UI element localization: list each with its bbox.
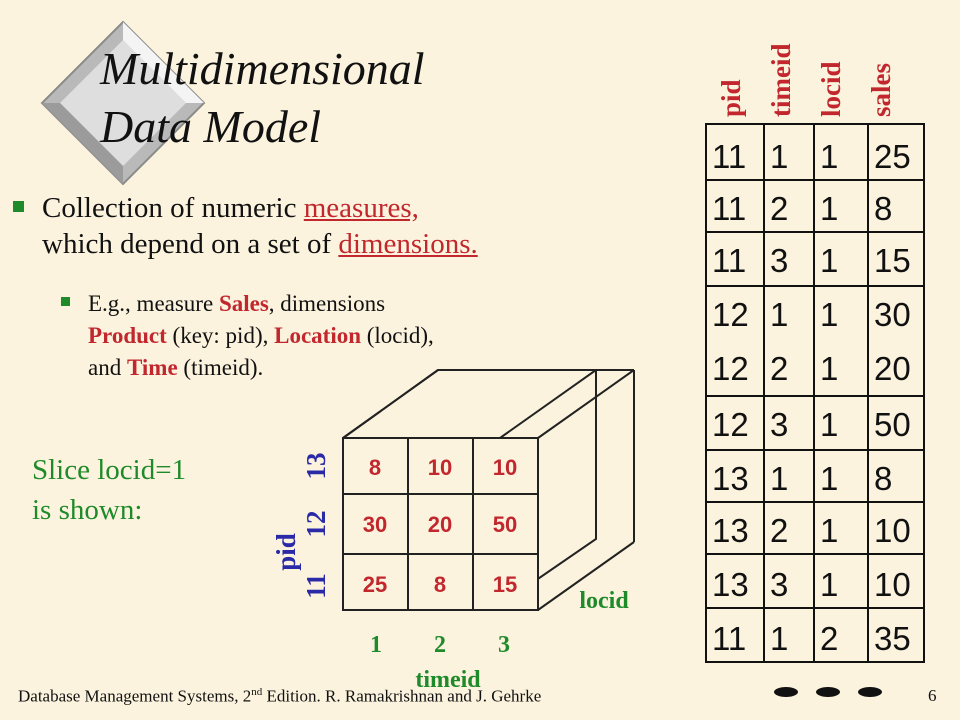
bullet2-text: (timeid). — [177, 355, 264, 380]
table-cell: 30 — [874, 296, 911, 333]
footer-text: Database Management Systems, 2 — [18, 686, 252, 706]
dimensions-link: dimensions. — [338, 228, 478, 260]
table-cell: 12 — [712, 350, 749, 387]
time-term: Time — [126, 355, 178, 380]
bullet2-text: (locid), — [361, 323, 434, 348]
table-cell: 13 — [712, 566, 749, 603]
cube-cell: 50 — [493, 512, 517, 537]
cube-cell: 30 — [363, 512, 387, 537]
table-cell: 50 — [874, 406, 911, 443]
table-cell: 15 — [874, 242, 911, 279]
product-term: Product — [88, 323, 167, 348]
table-cell: 3 — [770, 242, 788, 279]
header-timeid: timeid — [766, 44, 796, 118]
table-cell: 8 — [874, 190, 892, 227]
bullet1-text-pre: Collection of numeric — [42, 192, 304, 224]
footer-citation: Database Management Systems, 2nd Edition… — [18, 686, 541, 707]
bullet-square-icon — [13, 201, 24, 212]
title-line-1: Multidimensional — [100, 43, 425, 94]
table-cell: 1 — [820, 460, 838, 497]
pid-tick: 11 — [301, 573, 331, 599]
table-cell: 1 — [820, 406, 838, 443]
table-cell: 13 — [712, 512, 749, 549]
table-cell: 1 — [820, 190, 838, 227]
table-cell: 1 — [770, 460, 788, 497]
pid-axis-label: pid — [271, 533, 301, 571]
page-title: Multidimensional Data Model — [100, 40, 660, 156]
cube-cell: 20 — [428, 512, 452, 537]
table-cell: 1 — [820, 566, 838, 603]
bullet-square-icon — [61, 297, 70, 306]
table-cell: 10 — [874, 512, 911, 549]
slice-caption-line-2: is shown: — [32, 494, 143, 526]
cube-cell: 25 — [363, 572, 387, 597]
timeid-tick: 2 — [434, 632, 446, 658]
cube-cell: 8 — [369, 455, 381, 480]
table-cell: 3 — [770, 566, 788, 603]
timeid-tick: 1 — [370, 632, 382, 658]
cube-cell: 15 — [493, 572, 517, 597]
table-cell: 1 — [820, 350, 838, 387]
cube-cell: 10 — [493, 455, 517, 480]
table-cell: 13 — [712, 460, 749, 497]
table-cell: 1 — [770, 138, 788, 175]
table-cell: 11 — [712, 190, 746, 227]
title-line-2: Data Model — [100, 101, 322, 152]
header-pid: pid — [716, 79, 746, 117]
header-locid: locid — [816, 61, 846, 117]
table-cell: 11 — [712, 242, 746, 279]
slice-caption: Slice locid=1 is shown: — [32, 450, 186, 530]
table-cell: 11 — [712, 138, 746, 175]
pid-tick: 13 — [301, 453, 331, 480]
timeid-axis-label: timeid — [415, 667, 481, 693]
table-cell: 1 — [820, 512, 838, 549]
slice-caption-line-1: Slice locid=1 — [32, 454, 187, 486]
footer-text: Edition. R. Ramakrishnan and J. Gehrke — [262, 686, 542, 706]
table-cell: 1 — [820, 296, 838, 333]
table-cell: 12 — [712, 296, 749, 333]
bullet2-text: E.g., measure — [88, 291, 219, 316]
bullet2-text: and — [88, 355, 127, 380]
header-sales: sales — [866, 63, 896, 117]
page-number: 6 — [928, 686, 937, 705]
cube-diagram: 8 10 10 30 20 50 25 8 15 pid 13 12 11 1 … — [271, 369, 635, 693]
timeid-tick: 3 — [498, 632, 510, 658]
table-cell: 10 — [874, 566, 911, 603]
table-cell: 1 — [770, 620, 788, 657]
table-cell: 25 — [874, 138, 911, 175]
table-cell: 8 — [874, 460, 892, 497]
bullet-collection: Collection of numeric measures, which de… — [13, 190, 702, 262]
bullet2-text: , dimensions — [268, 291, 386, 316]
table-cell: 20 — [874, 350, 911, 387]
pid-tick: 12 — [301, 511, 331, 538]
table-cell: 12 — [712, 406, 749, 443]
table-cell: 2 — [770, 350, 788, 387]
bullet1-text-mid: which depend on a set of — [42, 228, 339, 260]
table-cell: 35 — [874, 620, 911, 657]
cube-cell: 10 — [428, 455, 452, 480]
table-cell: 11 — [712, 620, 746, 657]
sales-term: Sales — [218, 291, 269, 316]
ellipsis-icon — [774, 687, 882, 697]
measures-link: measures, — [303, 192, 419, 224]
table-cell: 1 — [820, 242, 838, 279]
table-cell: 2 — [770, 190, 788, 227]
bullet-example: E.g., measure Sales, dimensions Product … — [61, 288, 628, 384]
table-cell: 1 — [820, 138, 838, 175]
bullet2-text: (key: pid), — [166, 323, 275, 348]
footer-superscript: nd — [251, 686, 263, 698]
cube-cell: 8 — [434, 572, 446, 597]
location-term: Location — [274, 323, 361, 348]
locid-axis-label: locid — [579, 588, 629, 614]
table-cell: 2 — [820, 620, 838, 657]
table-cell: 1 — [770, 296, 788, 333]
table-cell: 3 — [770, 406, 788, 443]
table-cell: 2 — [770, 512, 788, 549]
diamond-decoration-icon — [40, 20, 206, 186]
